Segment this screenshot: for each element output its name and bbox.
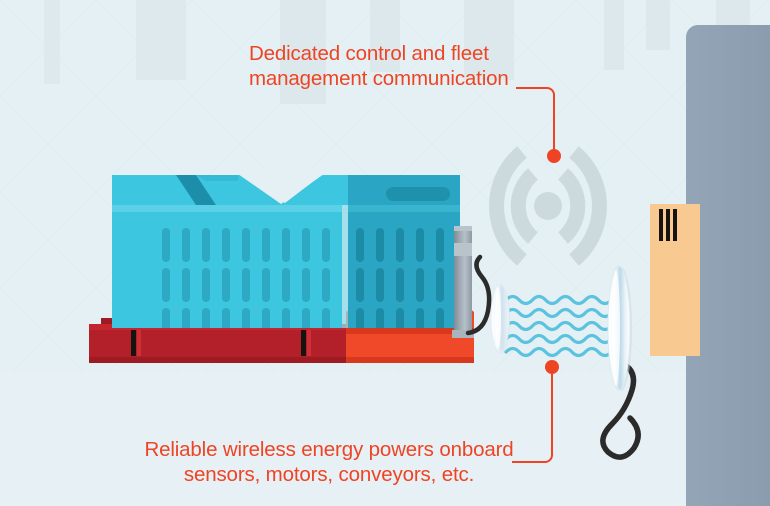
energy-transfer-waves: [504, 294, 614, 358]
annotation-dot-bottom: [545, 360, 559, 374]
annotation-leader-top: [516, 87, 555, 150]
crate-slots-right: [356, 228, 444, 328]
annotation-leader-bottom: [512, 373, 553, 463]
cargo-crate: [112, 171, 460, 328]
receiver-cable: [465, 254, 492, 336]
wireless-signal-icon: [489, 146, 607, 266]
background-columns: [44, 0, 750, 104]
wall-charger-panel: [650, 204, 700, 356]
charging-bollard-post: [452, 226, 474, 338]
crate-slots-left: [162, 228, 330, 328]
panel-vent-bars: [659, 209, 677, 241]
wall-transmitter-coil: [607, 265, 632, 391]
facility-wall: [686, 25, 770, 506]
power-cable: [600, 359, 641, 460]
annotation-dot-top: [547, 149, 561, 163]
vehicle-receiver-coil: [490, 283, 510, 353]
